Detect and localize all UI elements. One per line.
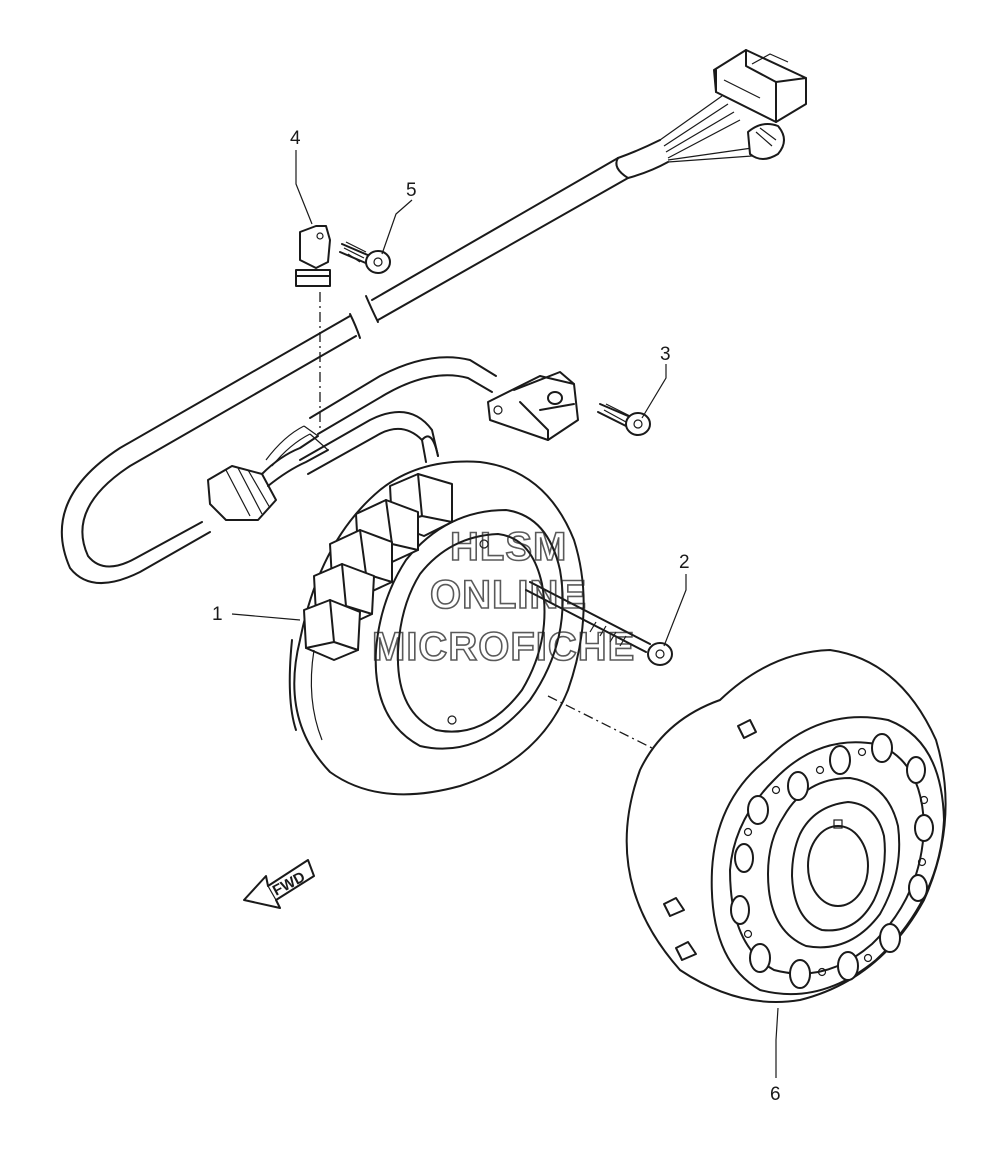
pickup-wire	[299, 356, 497, 475]
callout-1: 1	[212, 604, 223, 625]
watermark-line-3: MICROFICHE	[372, 625, 635, 669]
part-4-clamp	[295, 225, 331, 430]
part-1-stator	[288, 460, 585, 796]
connector-block	[713, 49, 807, 160]
pickup-coil	[487, 371, 579, 441]
watermark-line-1: HLSM	[450, 525, 567, 569]
part-3-screw	[597, 403, 651, 436]
watermark: HLSM ONLINE MICROFICHE	[371, 524, 635, 670]
callout-6: 6	[770, 1084, 781, 1105]
watermark-line-2: ONLINE	[430, 573, 587, 617]
callout-3: 3	[660, 344, 671, 365]
callout-2: 2	[679, 552, 690, 573]
callout-leaders	[231, 150, 779, 1078]
callout-5: 5	[406, 180, 417, 201]
part-6-rotor	[625, 649, 947, 1003]
assembly-centerline	[547, 695, 661, 753]
part-5-screw	[339, 241, 391, 274]
wire-harness	[60, 95, 753, 584]
callout-4: 4	[290, 128, 301, 149]
fwd-direction-arrow: FWD	[243, 859, 315, 909]
harness-coupler	[207, 425, 329, 521]
part-2-bolt	[525, 581, 673, 666]
